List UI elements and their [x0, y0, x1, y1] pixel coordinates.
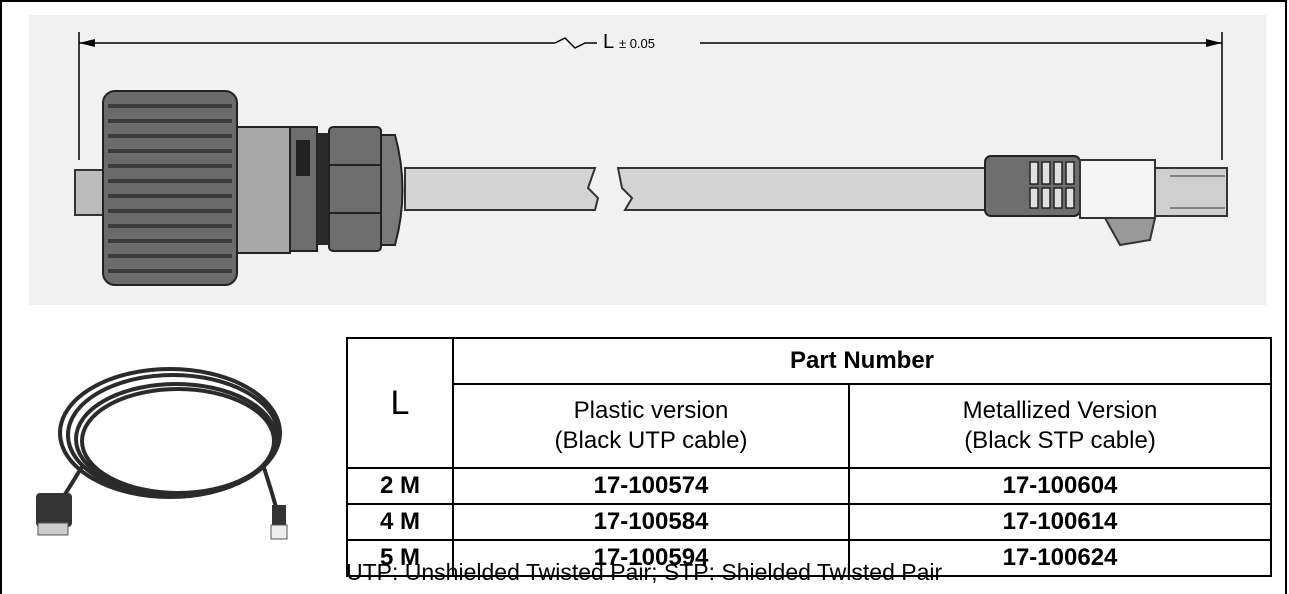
rj45-boot [984, 155, 1081, 217]
cable [404, 167, 986, 211]
knurled-coupling-nut [102, 90, 238, 286]
metallized-version-title: Metallized Version [962, 397, 1158, 424]
table-row: 4 M 17-100584 17-100614 [346, 503, 1272, 541]
metallized-version-header: Metallized Version (Black STP cable) [848, 383, 1272, 469]
metallized-part-cell: 17-100604 [848, 467, 1272, 505]
photo-right-connector [270, 505, 288, 540]
connector-body [236, 126, 291, 254]
gland-hex-nut [328, 126, 382, 252]
plastic-version-cable: (Black UTP cable) [554, 427, 748, 454]
plastic-part-cell: 17-100594 [452, 539, 850, 577]
length-cell: 2 M [346, 467, 454, 505]
length-tolerance: ± 0.05 [618, 36, 656, 51]
part-number-header: Part Number [452, 337, 1272, 385]
table-row: 5 M 17-100594 17-100624 [346, 539, 1272, 577]
plastic-version-header: Plastic version (Black UTP cable) [452, 383, 850, 469]
length-cell: 4 M [346, 503, 454, 541]
cable-gland-cap [380, 134, 404, 246]
dimension-line [78, 32, 1223, 160]
rj45-plug [1079, 159, 1228, 247]
length-column-header: L [346, 337, 454, 469]
coiled-cable-photo [36, 367, 288, 540]
table-row: 2 M 17-100574 17-100604 [346, 467, 1272, 505]
length-cell: 5 M [346, 539, 454, 577]
length-symbol: L [603, 31, 614, 53]
threaded-section [289, 126, 329, 252]
metallized-version-cable: (Black STP cable) [964, 427, 1156, 454]
plastic-part-cell: 17-100574 [452, 467, 850, 505]
plastic-version-title: Plastic version [573, 397, 729, 424]
metallized-part-cell: 17-100614 [848, 503, 1272, 541]
length-dimension-label: L ± 0.05 [597, 31, 662, 54]
cable-technical-drawing [74, 32, 1228, 286]
metallized-part-cell: 17-100624 [848, 539, 1272, 577]
plastic-part-cell: 17-100584 [452, 503, 850, 541]
part-number-table: L Part Number Plastic version (Black UTP… [346, 337, 1272, 577]
photo-left-connector [36, 493, 72, 536]
abbreviation-footnote: UTP: Unshielded Twisted Pair; STP: Shiel… [346, 559, 943, 585]
